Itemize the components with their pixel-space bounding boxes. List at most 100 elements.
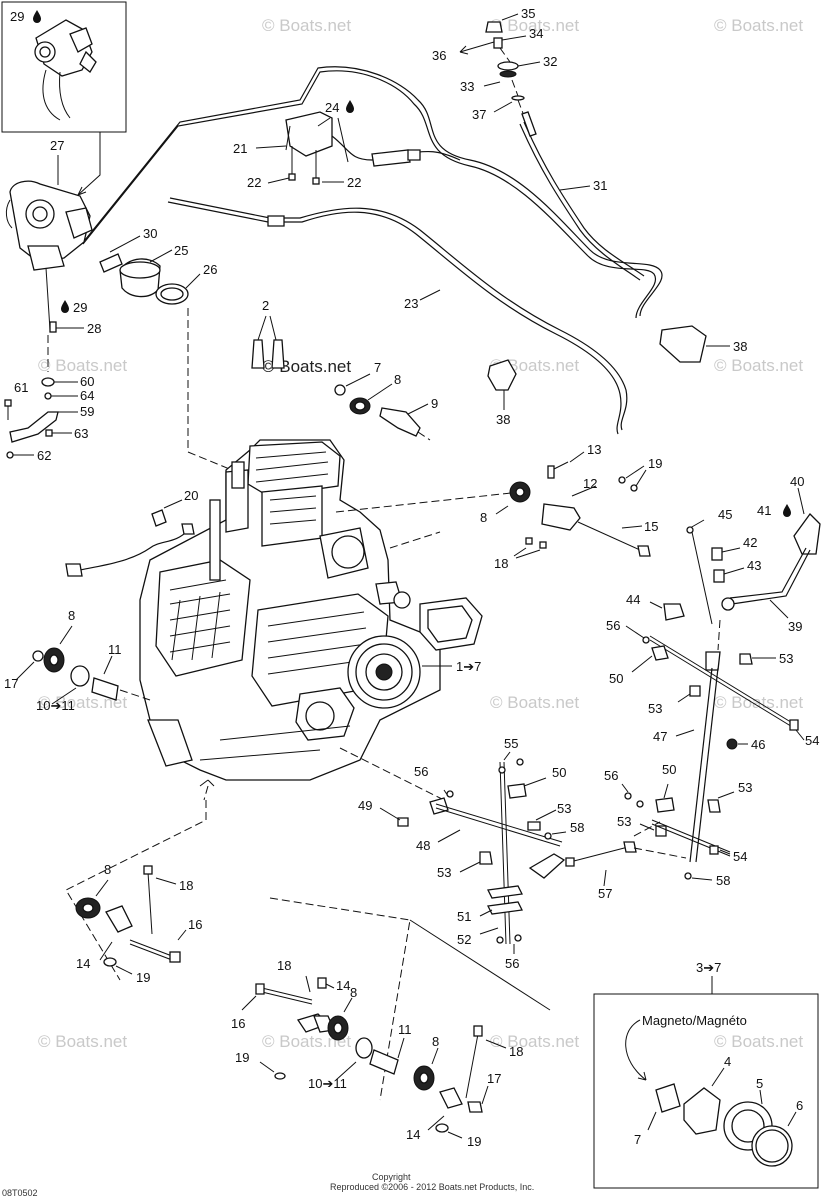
callout-35[interactable]: 35 (521, 6, 535, 21)
callout-19d[interactable]: 19 (467, 1134, 481, 1149)
callout-14[interactable]: 14 (76, 956, 90, 971)
callout-47[interactable]: 47 (653, 729, 667, 744)
callout-37[interactable]: 37 (472, 107, 486, 122)
callout-49[interactable]: 49 (358, 798, 372, 813)
callout-11b[interactable]: 11 (398, 1022, 412, 1037)
magneto-inset-box (593, 993, 819, 1189)
callout-2[interactable]: 2 (262, 298, 269, 313)
callout-19[interactable]: 19 (136, 970, 150, 985)
callout-45[interactable]: 45 (718, 507, 732, 522)
callout-46[interactable]: 46 (751, 737, 765, 752)
callout-27[interactable]: 27 (50, 138, 64, 153)
callout-53f[interactable]: 53 (617, 814, 631, 829)
callout-43[interactable]: 43 (747, 558, 761, 573)
callout-24[interactable]: 24 (325, 100, 339, 115)
callout-61[interactable]: 61 (14, 380, 28, 395)
callout-41[interactable]: 41 (757, 503, 771, 518)
callout-14c[interactable]: 14 (406, 1127, 420, 1142)
callout-40[interactable]: 40 (790, 474, 804, 489)
callout-58b[interactable]: 58 (716, 873, 730, 888)
callout-30[interactable]: 30 (143, 226, 157, 241)
callout-3-7[interactable]: 3➔7 (696, 960, 721, 975)
watermark-text: © Boats.net (38, 356, 127, 375)
callout-53b[interactable]: 53 (648, 701, 662, 716)
callout-15[interactable]: 15 (644, 519, 658, 534)
callout-8c[interactable]: 8 (480, 510, 487, 525)
callout-60[interactable]: 60 (80, 374, 94, 389)
callout-53e[interactable]: 53 (738, 780, 752, 795)
callout-1-7[interactable]: 1➔7 (456, 659, 481, 674)
callout-56c[interactable]: 56 (505, 956, 519, 971)
callout-53c[interactable]: 53 (437, 865, 451, 880)
callout-62[interactable]: 62 (37, 448, 51, 463)
callout-36[interactable]: 36 (432, 48, 446, 63)
callout-10-11[interactable]: 10➔11 (36, 698, 75, 713)
callout-13[interactable]: 13 (587, 442, 601, 457)
callout-56b[interactable]: 56 (414, 764, 428, 779)
callout-19b[interactable]: 19 (648, 456, 662, 471)
callout-39[interactable]: 39 (788, 619, 802, 634)
callout-19c[interactable]: 19 (235, 1050, 249, 1065)
callout-21[interactable]: 21 (233, 141, 247, 156)
callout-8e[interactable]: 8 (350, 985, 357, 1000)
callout-12[interactable]: 12 (583, 476, 597, 491)
callout-8d[interactable]: 8 (104, 862, 111, 877)
callout-29b[interactable]: 29 (73, 300, 87, 315)
callout-25[interactable]: 25 (174, 243, 188, 258)
callout-51[interactable]: 51 (457, 909, 471, 924)
callout-54b[interactable]: 54 (733, 849, 747, 864)
callout-7[interactable]: 7 (374, 360, 381, 375)
callout-38b[interactable]: 38 (496, 412, 510, 427)
callout-48[interactable]: 48 (416, 838, 430, 853)
callout-14b[interactable]: 14 (336, 978, 350, 993)
callout-6[interactable]: 6 (796, 1098, 803, 1113)
callout-5[interactable]: 5 (756, 1076, 763, 1091)
callout-8[interactable]: 8 (394, 372, 401, 387)
callout-10-11b[interactable]: 10➔11 (308, 1076, 347, 1091)
callout-17[interactable]: 17 (4, 676, 18, 691)
callout-31[interactable]: 31 (593, 178, 607, 193)
callout-23[interactable]: 23 (404, 296, 418, 311)
callout-44[interactable]: 44 (626, 592, 640, 607)
callout-53d[interactable]: 53 (557, 801, 571, 816)
callout-32[interactable]: 32 (543, 54, 557, 69)
callout-7b[interactable]: 7 (634, 1132, 641, 1147)
callout-64[interactable]: 64 (80, 388, 94, 403)
callout-18c[interactable]: 18 (277, 958, 291, 973)
callout-8b[interactable]: 8 (68, 608, 75, 623)
callout-42[interactable]: 42 (743, 535, 757, 550)
callout-29[interactable]: 29 (10, 9, 24, 24)
callout-17b[interactable]: 17 (487, 1071, 501, 1086)
callout-16[interactable]: 16 (188, 917, 202, 932)
callout-50b[interactable]: 50 (552, 765, 566, 780)
callout-38[interactable]: 38 (733, 339, 747, 354)
callout-20[interactable]: 20 (184, 488, 198, 503)
callout-34[interactable]: 34 (529, 26, 543, 41)
callout-9[interactable]: 9 (431, 396, 438, 411)
callout-59[interactable]: 59 (80, 404, 94, 419)
callout-56[interactable]: 56 (606, 618, 620, 633)
callout-54[interactable]: 54 (805, 733, 819, 748)
callout-50[interactable]: 50 (609, 671, 623, 686)
callout-22b[interactable]: 22 (347, 175, 361, 190)
callout-11[interactable]: 11 (108, 642, 122, 657)
callout-52[interactable]: 52 (457, 932, 471, 947)
callout-26[interactable]: 26 (203, 262, 217, 277)
callout-18d[interactable]: 18 (509, 1044, 523, 1059)
callout-57[interactable]: 57 (598, 886, 612, 901)
callout-18b[interactable]: 18 (179, 878, 193, 893)
callout-8f[interactable]: 8 (432, 1034, 439, 1049)
callout-4[interactable]: 4 (724, 1054, 731, 1069)
callout-16b[interactable]: 16 (231, 1016, 245, 1031)
callout-50c[interactable]: 50 (662, 762, 676, 777)
callout-55[interactable]: 55 (504, 736, 518, 751)
callout-18[interactable]: 18 (494, 556, 508, 571)
callout-22[interactable]: 22 (247, 175, 261, 190)
callout-56d[interactable]: 56 (604, 768, 618, 783)
callout-63[interactable]: 63 (74, 426, 88, 441)
callout-58[interactable]: 58 (570, 820, 584, 835)
callout-53[interactable]: 53 (779, 651, 793, 666)
callout-33[interactable]: 33 (460, 79, 474, 94)
callout-28[interactable]: 28 (87, 321, 101, 336)
